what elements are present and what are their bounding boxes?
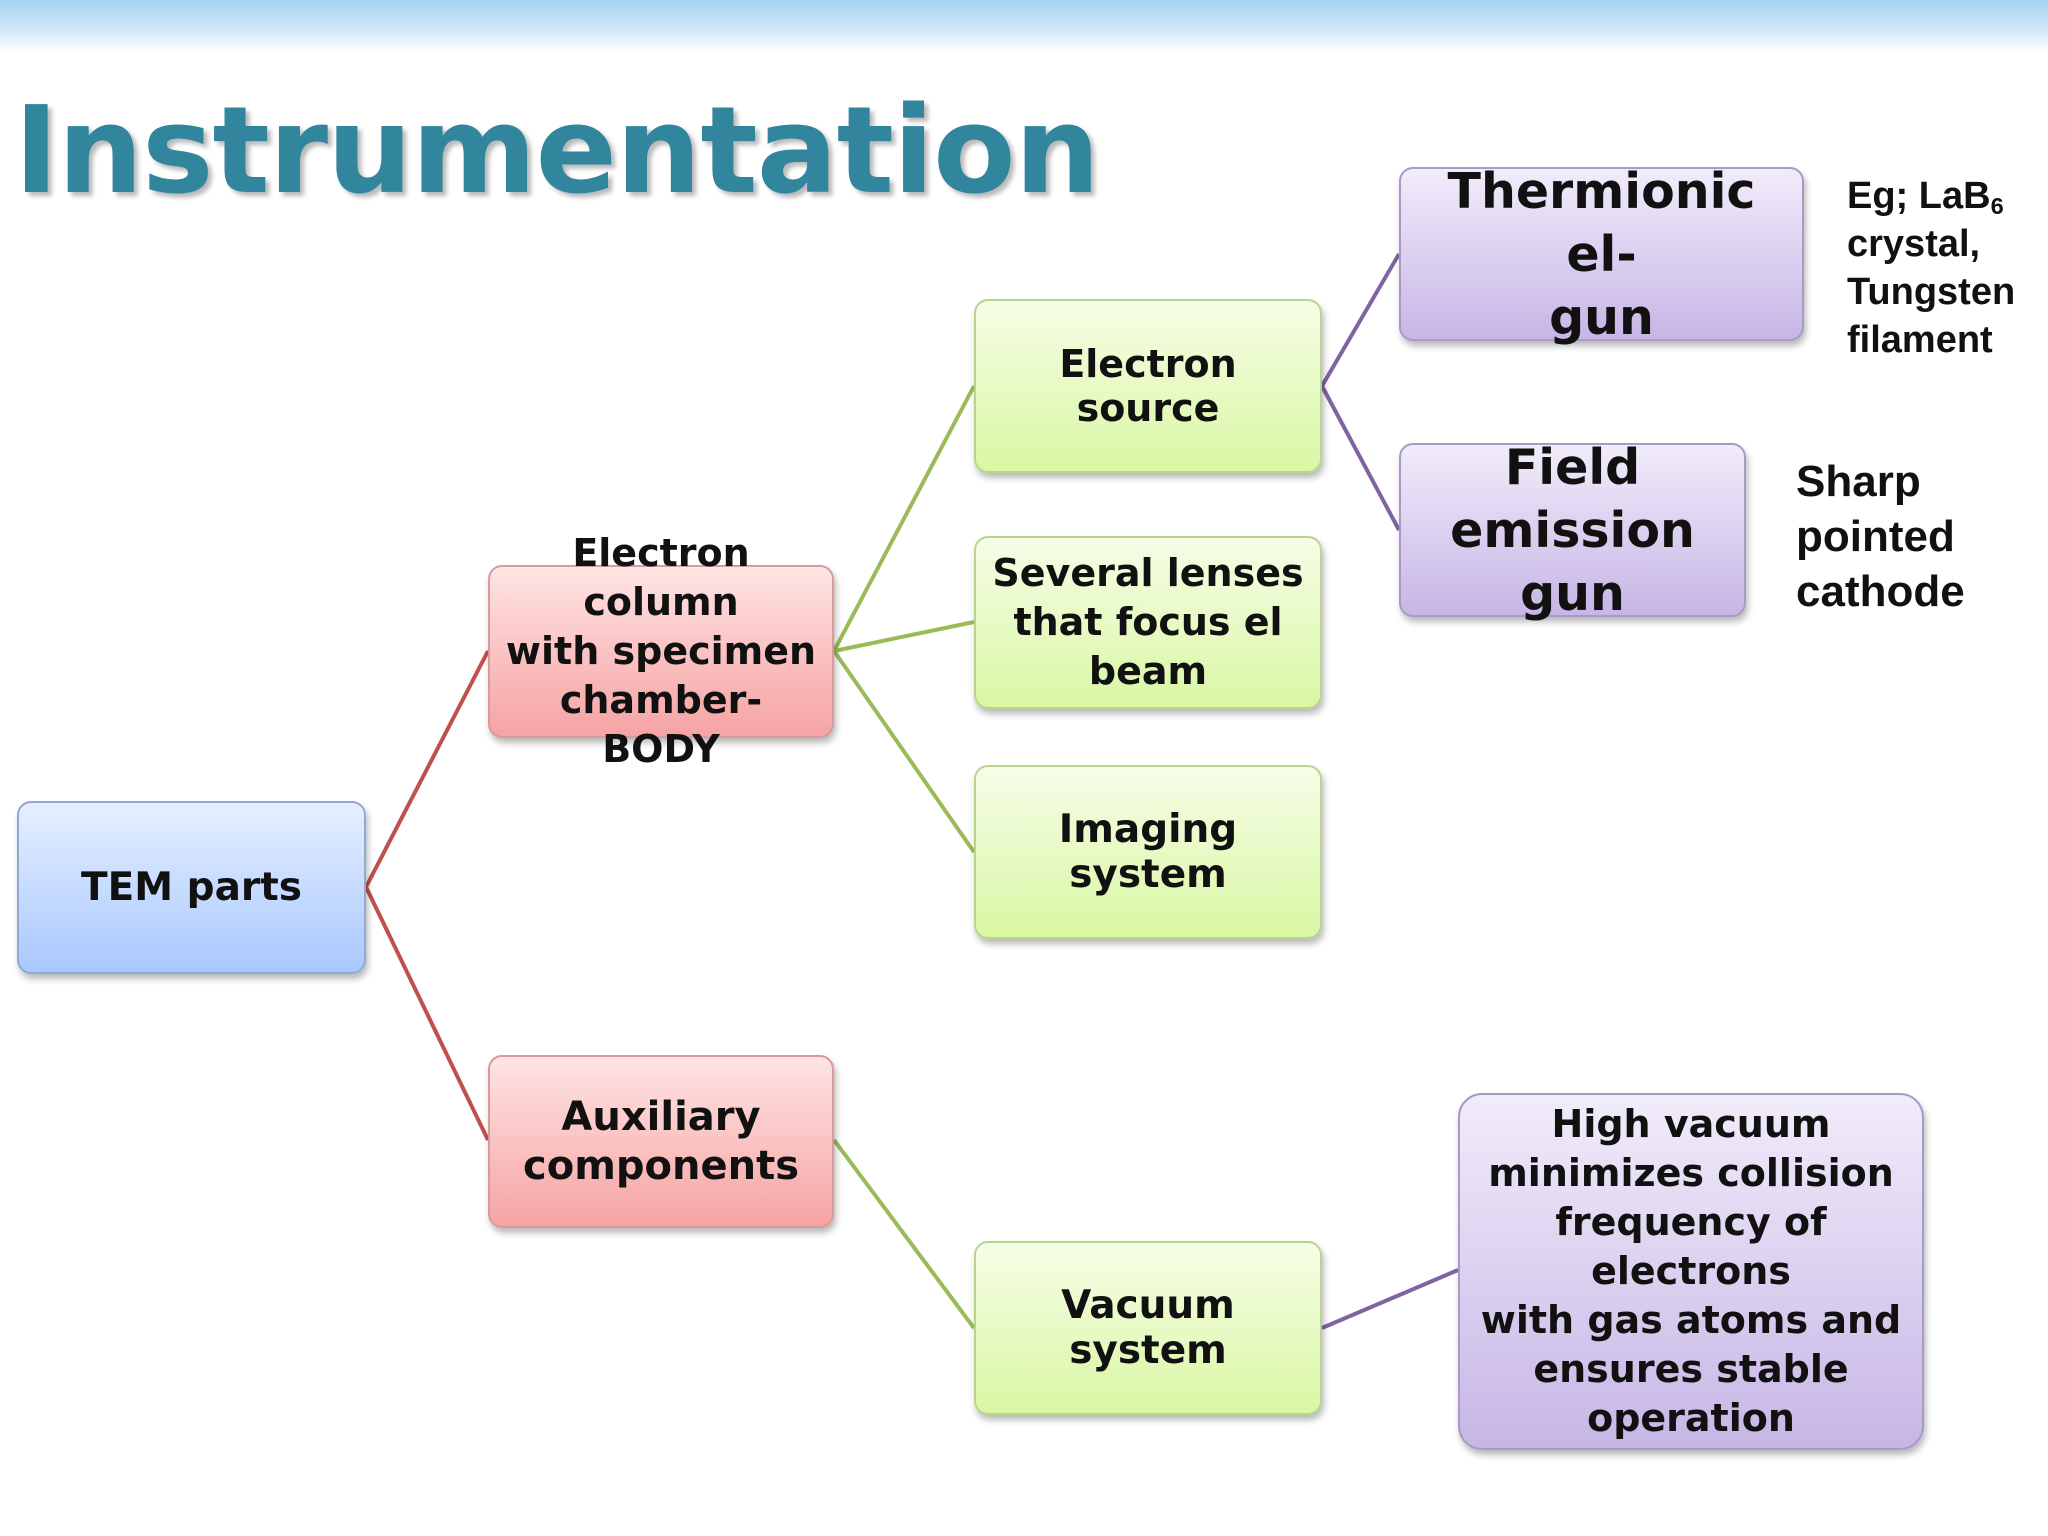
connector-body-lenses [833, 620, 975, 653]
note-field-emission: Sharp pointed cathode [1796, 457, 1965, 616]
top-gradient-bar [0, 0, 2048, 52]
note-thermionic-subscript: 6 [1990, 192, 2004, 219]
connector-auxiliary-vacuum [832, 1138, 976, 1330]
connector-source-thermionic [1320, 252, 1401, 388]
node-high-vacuum-note: High vacuum minimizes collision frequenc… [1458, 1093, 1924, 1450]
note-thermionic-line1: Eg; LaB [1847, 175, 1991, 217]
note-thermionic-example: Eg; LaB6 crystal, Tungsten filament [1847, 172, 2015, 364]
connector-body-imaging [832, 649, 976, 854]
connector-root-auxiliary [364, 886, 490, 1141]
node-electron-source: Electron source [974, 299, 1322, 473]
node-auxiliary-components: Auxiliary components [488, 1055, 834, 1228]
note-thermionic-rest: crystal, Tungsten filament [1847, 223, 2016, 361]
connector-source-field-emission [1320, 385, 1401, 531]
node-tem-parts: TEM parts [17, 801, 366, 974]
node-electron-column-body: Electron column with specimen chamber- B… [488, 531, 834, 771]
node-several-lenses: Several lenses that focus el beam [974, 536, 1322, 709]
node-field-emission-gun: Field emission gun [1399, 439, 1746, 622]
node-thermionic-gun: Thermionic el- gun [1399, 163, 1804, 346]
node-vacuum-system: Vacuum system [974, 1241, 1322, 1415]
connector-body-source [832, 385, 976, 652]
node-imaging-system: Imaging system [974, 765, 1322, 939]
connector-vacuum-note [1321, 1268, 1459, 1330]
connector-root-body [364, 650, 490, 888]
slide-title: Instrumentation [14, 82, 1100, 221]
